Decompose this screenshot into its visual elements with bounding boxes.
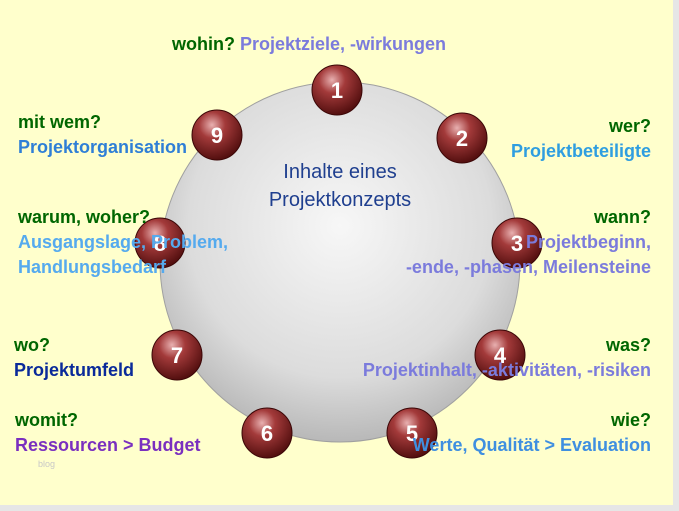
node-circle-2 (436, 112, 488, 164)
question-warum: warum, woher? (18, 207, 151, 227)
node-number-4: 4 (494, 343, 507, 368)
label-warum: warum, woher? Ausgangslage, Problem, Han… (18, 205, 228, 280)
answer-warum-line-2: Handlungsbedarf (18, 257, 167, 277)
node-7: 7 (151, 329, 203, 381)
node-4: 4 (474, 329, 526, 381)
question-wann: wann? (594, 207, 651, 227)
node-circle-4 (474, 329, 526, 381)
node-number-3: 3 (511, 231, 523, 256)
answer-wann-line-1: Projektbeginn, (525, 232, 651, 252)
label-wann: wann? Projektbeginn, -ende, -phasen, Mei… (406, 205, 651, 280)
node-circle-1 (311, 64, 363, 116)
question-womit: womit? (15, 410, 78, 430)
node-5: 5 (386, 407, 438, 459)
node-number-6: 6 (261, 421, 273, 446)
node-number-5: 5 (406, 421, 418, 446)
question-wohin: wohin? (172, 34, 235, 54)
label-was: was? Projektinhalt, -aktivitäten, -risik… (363, 333, 651, 383)
label-mit-wem: mit wem? Projektorganisation (18, 110, 187, 160)
node-3: 3 (491, 217, 543, 269)
answer-wo: Projektumfeld (14, 360, 135, 380)
answer-wer: Projektbeteiligte (510, 141, 651, 161)
node-9: 9 (191, 109, 243, 161)
node-circle-7 (151, 329, 203, 381)
center-title-line-2: Projektkonzepts (268, 189, 412, 211)
center-title: Inhalte eines Projektkonzepts (200, 158, 480, 214)
node-8: 8 (134, 217, 186, 269)
node-circle-9 (191, 109, 243, 161)
node-circle-8 (134, 217, 186, 269)
answer-warum-line-1: Ausgangslage, Problem, (18, 232, 229, 252)
node-2: 2 (436, 112, 488, 164)
node-circle-6 (241, 407, 293, 459)
answer-mit-wem: Projektorganisation (18, 137, 188, 157)
question-wer: wer? (608, 116, 651, 136)
answer-wohin: Projektziele, -wirkungen (240, 34, 447, 54)
node-number-1: 1 (331, 78, 343, 103)
node-circle-3 (491, 217, 543, 269)
label-wohin: wohin? Projektziele, -wirkungen (172, 32, 446, 57)
question-was: was? (605, 335, 651, 355)
label-wer: wer? Projektbeteiligte (511, 114, 651, 164)
node-circle-5 (386, 407, 438, 459)
answer-wann-line-2: -ende, -phasen, Meilensteine (405, 257, 651, 277)
label-wo: wo? Projektumfeld (14, 333, 134, 383)
answer-was: Projektinhalt, -aktivitäten, -risiken (362, 360, 651, 380)
node-number-8: 8 (154, 231, 166, 256)
answer-wie: Werte, Qualität > Evaluation (412, 435, 651, 455)
node-number-2: 2 (456, 126, 468, 151)
question-wie: wie? (610, 410, 651, 430)
node-6: 6 (241, 407, 293, 459)
node-number-7: 7 (171, 343, 183, 368)
question-mit-wem: mit wem? (18, 112, 102, 132)
node-number-9: 9 (211, 123, 223, 148)
watermark: blog (38, 459, 56, 469)
label-womit: womit? Ressourcen > Budget (15, 408, 201, 458)
label-wie: wie? Werte, Qualität > Evaluation (413, 408, 651, 458)
question-wo: wo? (14, 335, 50, 355)
center-title-line-1: Inhalte eines (283, 161, 397, 183)
node-1: 1 (311, 64, 363, 116)
answer-womit: Ressourcen > Budget (15, 435, 201, 455)
